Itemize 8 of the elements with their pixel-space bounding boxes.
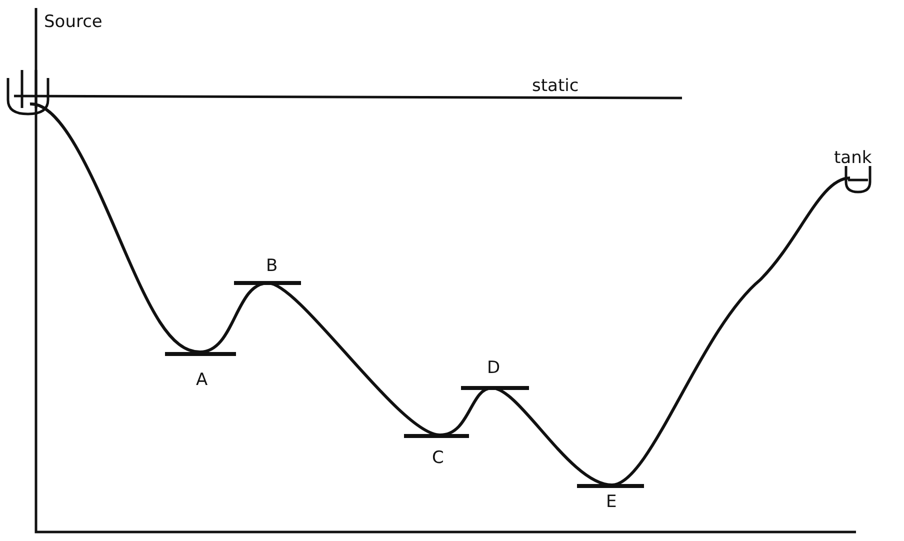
point-label: E [606,494,617,511]
point-label: static [532,78,579,95]
point-label: B [266,258,278,275]
point-label: tank [834,150,872,167]
point-label: Source [44,14,102,31]
point-label: D [487,360,500,377]
point-label: C [432,450,444,467]
point-label: A [196,372,208,389]
